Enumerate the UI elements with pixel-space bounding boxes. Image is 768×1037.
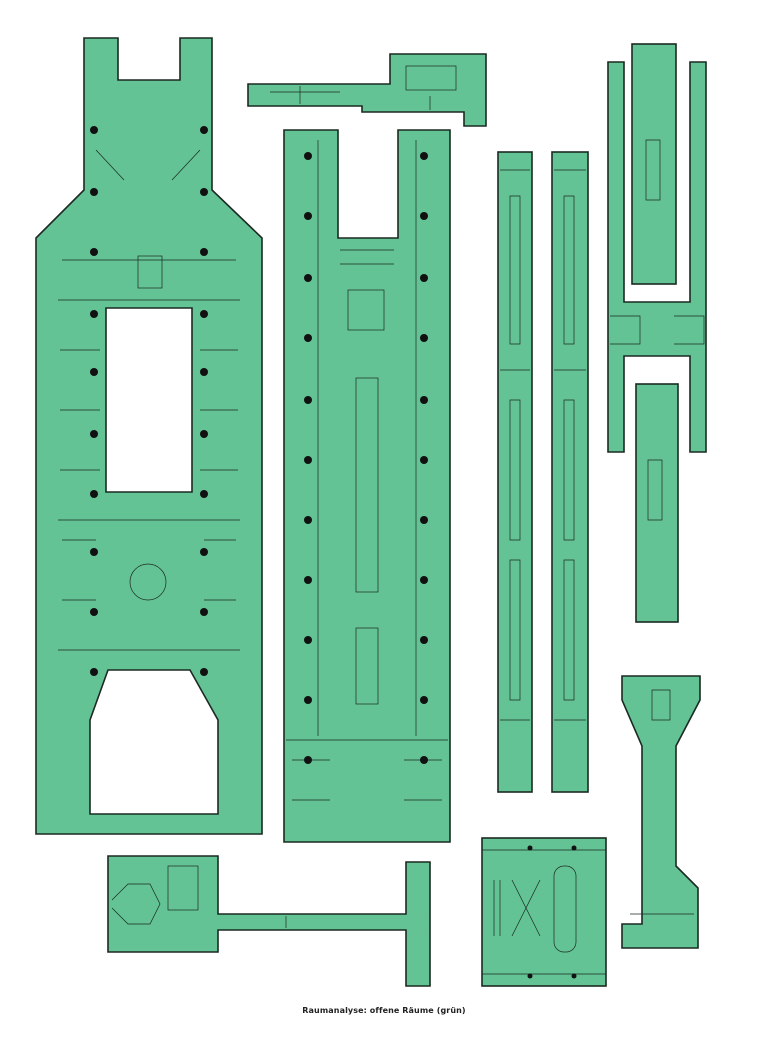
plan-platform-a (497, 151, 533, 793)
plan-right-h-complex (607, 43, 707, 623)
plan-top-strip (247, 53, 487, 127)
plan-bottom-station-box (481, 837, 607, 987)
plan-right-dogbone (621, 675, 701, 949)
plan-caption: Raumanalyse: offene Räume (grün) (302, 1006, 466, 1015)
plan-platform-b (551, 151, 589, 793)
plan-bottom-corridor (107, 855, 431, 987)
plan-left-concourse (35, 37, 263, 835)
plan-central-hall (283, 129, 451, 843)
